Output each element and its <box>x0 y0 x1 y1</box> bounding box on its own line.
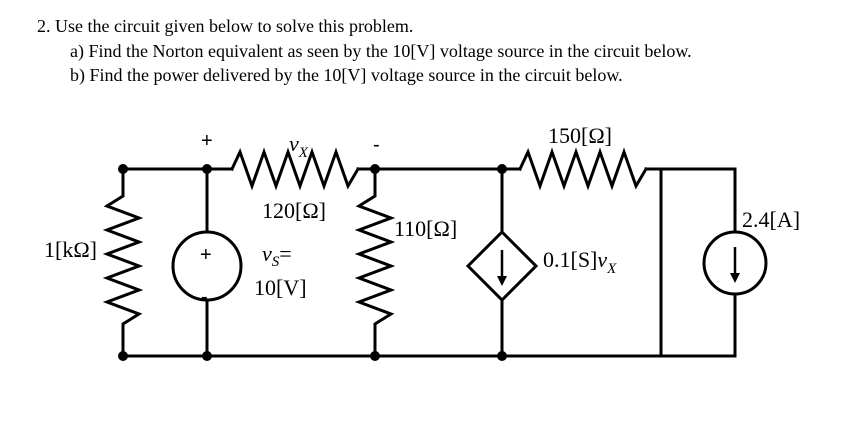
vs-var: v <box>262 241 272 266</box>
vs-sub: S <box>272 254 280 270</box>
resistor-120-label: 120[Ω] <box>262 198 326 223</box>
resistor-150-label: 150[Ω] <box>548 123 612 148</box>
dependent-source-label: 0.1[S]vX <box>543 247 617 277</box>
vx-sub: X <box>298 145 309 161</box>
dep-source-text: 0.1[S] <box>543 247 597 272</box>
wire-bottom <box>121 292 737 358</box>
problem-line-3: b) Find the power delivered by the 10[V]… <box>70 65 623 85</box>
problem-line-1: 2. Use the circuit given below to solve … <box>37 16 414 36</box>
node-dot <box>370 164 380 174</box>
vs-value-label: 10[V] <box>254 275 307 300</box>
resistor-1k-zigzag <box>102 167 144 358</box>
vs-label: vS= <box>262 241 292 270</box>
vx-plus-sign: + <box>201 130 213 152</box>
node-dot <box>202 351 212 361</box>
dep-source-var: v <box>597 247 607 272</box>
voltage-source-circle <box>171 230 243 302</box>
node-dot <box>497 351 507 361</box>
vx-var: v <box>289 131 299 156</box>
node-dot <box>118 351 128 361</box>
resistor-1k-label: 1[kΩ] <box>44 237 97 262</box>
problem-line-2: a) Find the Norton equivalent as seen by… <box>70 41 692 61</box>
current-source-label: 2.4[A] <box>742 207 800 232</box>
resistor-120-zigzag <box>230 147 361 191</box>
vs-eq: = <box>279 241 291 266</box>
vs-plus-sign: + <box>200 244 212 266</box>
node-dot <box>118 164 128 174</box>
resistor-110-label: 110[Ω] <box>394 216 457 241</box>
vx-label: vX <box>289 131 309 161</box>
resistor-110-zigzag <box>354 167 396 358</box>
node-dot <box>202 164 212 174</box>
dep-sub: X <box>606 261 617 277</box>
node-dot <box>497 164 507 174</box>
node-dot <box>370 351 380 361</box>
dependent-source-arrowhead-icon <box>497 276 507 286</box>
vx-minus-sign: - <box>373 134 380 156</box>
vs-minus-sign: - <box>201 286 208 308</box>
current-source-arrowhead-icon <box>730 273 740 283</box>
resistor-150-zigzag <box>518 147 649 191</box>
wire-top-right <box>644 167 737 235</box>
